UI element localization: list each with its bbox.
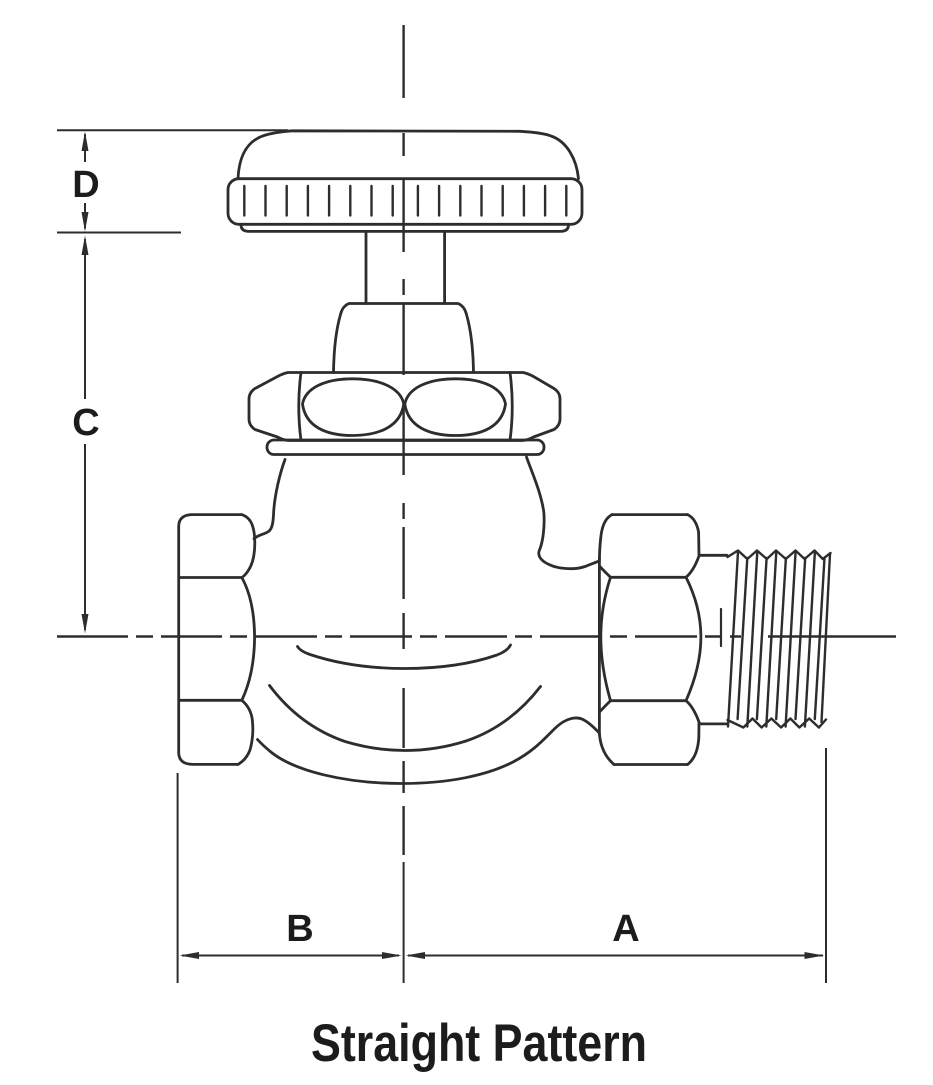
svg-text:D: D <box>72 164 99 206</box>
svg-text:C: C <box>72 402 99 444</box>
svg-text:Straight Pattern: Straight Pattern <box>311 1014 647 1073</box>
svg-text:A: A <box>612 908 639 950</box>
svg-text:B: B <box>286 908 313 950</box>
